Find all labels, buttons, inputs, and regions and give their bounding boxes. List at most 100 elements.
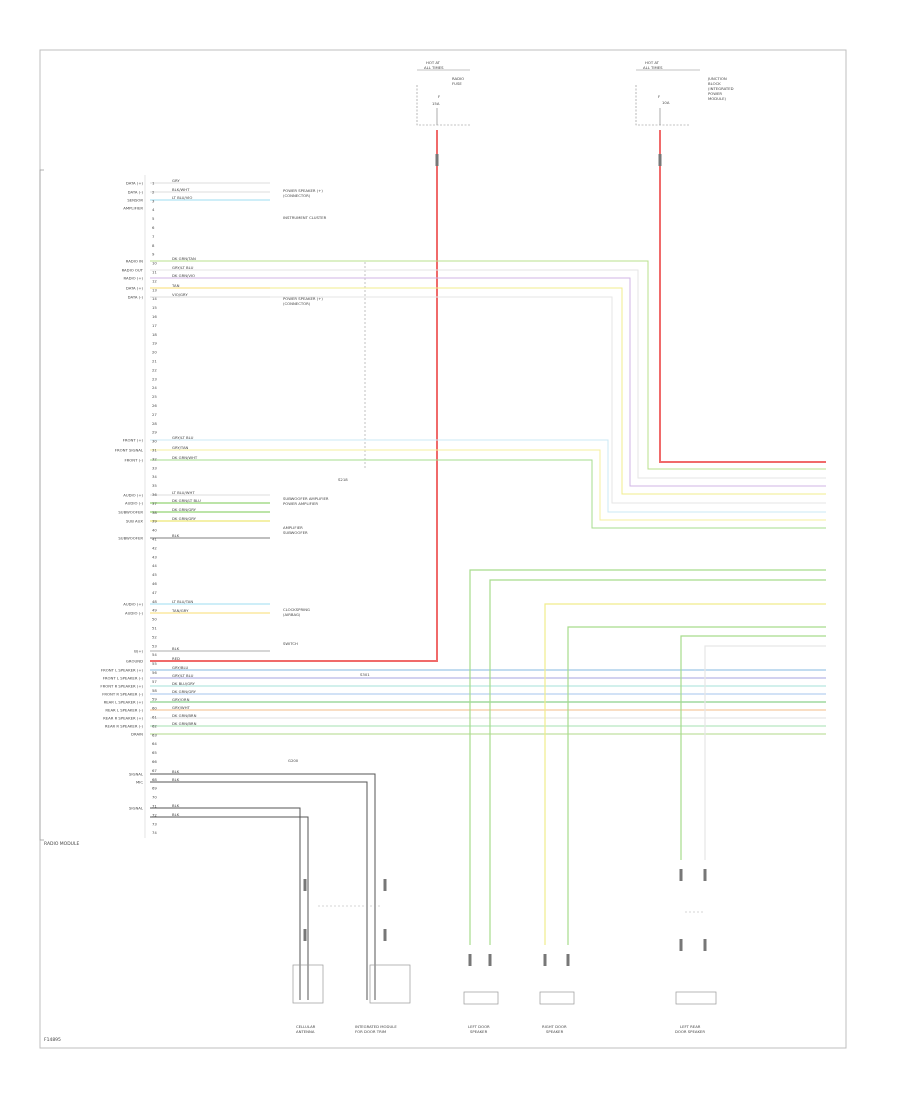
destination-label: (CONNECTOR): [283, 301, 311, 306]
component-4-label: RIGHT DOOR: [542, 1024, 567, 1029]
wire-label: DK GRN/GRY: [172, 507, 197, 512]
pin-label: FRONT (-): [124, 458, 143, 463]
pin-number: 28: [152, 421, 157, 426]
pin-number: 12: [152, 278, 157, 283]
fuse-box-1-fuse: F: [438, 94, 440, 99]
wire-label: DK GRN/TAN: [172, 256, 196, 261]
pin-number: 36: [152, 492, 157, 497]
pin-number: 44: [152, 563, 157, 568]
pin-number: 68: [152, 777, 157, 782]
destination-label: INSTRUMENT CLUSTER: [283, 215, 327, 220]
component-4-label-2: SPEAKER: [546, 1029, 564, 1034]
wire-label: GRY/LT BLU: [172, 673, 194, 678]
destination-labels: POWER SPEAKER (+)(CONNECTOR) INSTRUMENT C…: [283, 188, 329, 646]
pin-number: 73: [152, 821, 157, 826]
connector-marker: [566, 954, 570, 966]
pin-label: DATA (+): [126, 286, 144, 291]
component-1-label-2: ANTENNA: [296, 1029, 315, 1034]
pin-number: 53: [152, 643, 157, 648]
fuse-box-1-title-2: ALL TIMES: [424, 65, 444, 70]
component-5-label-2: DOOR SPEAKER: [675, 1029, 705, 1034]
pin-label: RADIO IN: [126, 259, 143, 264]
fuse-box-2-title: HOT AT: [645, 60, 660, 65]
component-2-label: INTEGRATED MODULE: [355, 1024, 397, 1029]
connector-marker: [543, 954, 547, 966]
fuse-box-2-title-2: ALL TIMES: [643, 65, 663, 70]
destination-label: AMPLIFIER: [283, 525, 303, 530]
pin-number: 62: [152, 723, 157, 728]
pin-label: SUB AUX: [126, 519, 143, 524]
connector-marker: [679, 869, 683, 881]
connector-marker: [303, 929, 307, 941]
connector-marker: [383, 879, 387, 891]
fuse-box-1-side: RADIO: [452, 76, 464, 81]
wire-label: TAN/GRY: [171, 608, 189, 613]
wire-gry-lt-blu-2: [150, 439, 826, 513]
pin-label: GROUND: [126, 659, 143, 664]
pin-number: 33: [152, 465, 157, 470]
pin-number: 17: [152, 323, 157, 328]
wire-label: GRY/LT BLU: [172, 435, 194, 440]
pin-number: 39: [152, 519, 157, 524]
splice-label-1: S218: [338, 477, 348, 482]
fuse-box-1-rating: 15A: [432, 101, 440, 106]
pin-number: 30: [152, 439, 157, 444]
wire-label: BLK: [172, 803, 180, 808]
wire-label: VIO/GRY: [172, 292, 188, 297]
pin-number: 59: [152, 697, 157, 702]
pin-number: 45: [152, 572, 157, 577]
pin-number: 42: [152, 545, 157, 550]
pin-number: 35: [152, 483, 157, 488]
fuse-box-2-side-4: POWER: [708, 91, 722, 96]
connector-marker: [658, 154, 662, 166]
pin-number: 54: [152, 652, 157, 657]
splice-label-3: G200: [288, 758, 299, 763]
component-2-label-2: FOR DOOR TRIM: [355, 1029, 386, 1034]
module-label: RADIO MODULE: [44, 841, 79, 847]
fuse-box-2-side: JUNCTION: [707, 76, 727, 81]
pin-number: 48: [152, 599, 157, 604]
pin-number: 26: [152, 403, 157, 408]
speaker-feeds: [469, 569, 826, 945]
pin-label: SIGNAL: [129, 806, 144, 811]
pin-label: REAR L SPEAKER (+): [104, 700, 144, 705]
pin-number: 1: [152, 181, 155, 186]
wire-gry-tan: [150, 449, 826, 521]
wire-label: GRY: [172, 178, 180, 183]
pin-number: 24: [152, 385, 157, 390]
destination-label: SUBWOOFER: [283, 530, 308, 535]
pin-number: 27: [152, 412, 157, 417]
wire-label: BLK: [172, 646, 180, 651]
wire-dk-grn-tan: [150, 260, 826, 470]
fuse-box-2-side-5: MODULE): [708, 96, 726, 101]
fuse-box-2-fuse: F: [658, 94, 660, 99]
pin-label: DATA (-): [128, 295, 144, 300]
component-3-label-2: SPEAKER: [470, 1029, 488, 1034]
pin-number: 3: [152, 198, 155, 203]
pin-number: 9: [152, 252, 155, 257]
pin-number: 16: [152, 314, 157, 319]
pin-number: 37: [152, 501, 157, 506]
pin-number: 21: [152, 359, 157, 364]
wire-label: RED: [172, 656, 180, 661]
pin-label: REAR L SPEAKER (-): [105, 708, 143, 713]
pin-number: 19: [152, 341, 157, 346]
pin-label: DRAIN: [131, 732, 143, 737]
pin-number: 40: [152, 528, 157, 533]
wire-label: BLK: [172, 777, 180, 782]
splice-label-2: S301: [360, 672, 370, 677]
pin-number: 11: [152, 270, 157, 275]
wire-label: GRY/ORN: [172, 697, 190, 702]
pin-label: DATA (-): [128, 190, 144, 195]
connector-marker: [703, 939, 707, 951]
wire-label: BLK: [172, 812, 180, 817]
destination-label: (AIRBAG): [283, 612, 301, 617]
pin-number: 29: [152, 430, 157, 435]
pin-label: DATA (+): [126, 181, 144, 186]
pin-number: 7: [152, 234, 155, 239]
wire-label: DK GRN/BRN: [172, 721, 197, 726]
destination-label: POWER SPEAKER (+): [283, 296, 323, 301]
pin-number: 52: [152, 634, 157, 639]
wire-label: BLK/WHT: [172, 187, 190, 192]
